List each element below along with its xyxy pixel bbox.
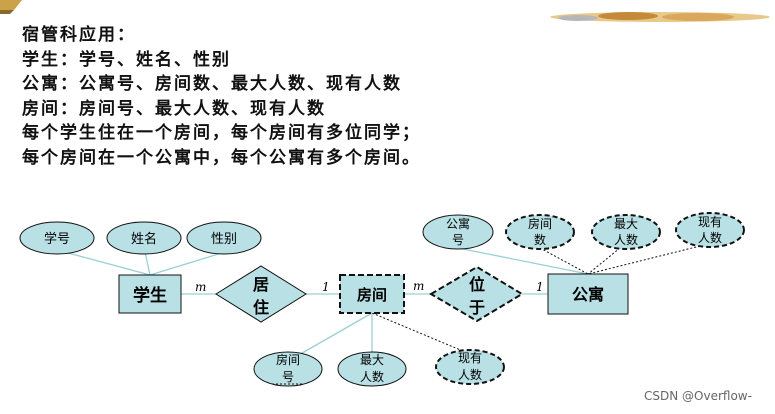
dashed-connector-lines <box>372 246 700 354</box>
entity-room: 房间 <box>340 275 404 313</box>
attr-apartment-max: 最大 人数 <box>592 215 660 249</box>
entity-apartment-label: 公寓 <box>572 285 604 304</box>
attr-apartment-max-label-1: 最大 <box>614 217 638 231</box>
attr-room-current-label-1: 现有 <box>458 351 482 365</box>
attr-apartment-room-count-label-2: 数 <box>534 232 546 247</box>
attr-apartment-id: 公寓 号 <box>423 215 493 249</box>
attr-apartment-current: 现有 人数 <box>676 213 744 247</box>
attr-student-id: 学号 <box>20 222 94 254</box>
attr-apartment-current-label-2: 人数 <box>698 230 722 245</box>
attr-room-max: 最大 人数 <box>338 352 406 386</box>
attr-room-current-label-2: 人数 <box>458 367 482 382</box>
cardinality-room-located: m <box>413 279 424 293</box>
attr-room-id-label-1: 房间 <box>276 352 300 367</box>
watermark: CSDN @Overflow- <box>644 389 752 403</box>
relationship-located: 位 于 <box>431 267 522 321</box>
attr-student-gender-label: 性别 <box>211 232 237 247</box>
attr-room-max-label-2: 人数 <box>360 369 384 384</box>
relationship-live-label-1: 居 <box>253 275 269 294</box>
cardinality-student-live: m <box>195 280 206 294</box>
attr-apartment-id-label-2: 号 <box>452 233 464 247</box>
entity-student: 学生 <box>119 275 181 313</box>
attr-apartment-room-count-label-1: 房间 <box>528 216 552 231</box>
attr-student-name: 姓名 <box>107 222 181 254</box>
relationship-live-label-2: 住 <box>253 298 269 317</box>
relationship-live: 居 住 <box>216 266 306 322</box>
attr-apartment-max-label-2: 人数 <box>614 232 638 247</box>
attr-student-id-label: 学号 <box>44 231 70 247</box>
attr-student-gender: 性别 <box>187 222 261 254</box>
attr-room-max-label-1: 最大 <box>360 353 384 367</box>
cardinality-located-apartment: 1 <box>536 280 544 294</box>
attr-student-name-label: 姓名 <box>131 231 157 247</box>
relationship-located-label-2: 于 <box>469 298 485 317</box>
attr-room-current: 现有 人数 <box>436 350 504 384</box>
attr-room-id-label-2: 号 <box>282 370 294 384</box>
attr-apartment-room-count: 房间 数 <box>506 215 574 249</box>
entity-apartment: 公寓 <box>548 274 628 314</box>
attr-room-id: 房间 号 <box>254 352 322 386</box>
cardinality-live-room: 1 <box>322 280 330 294</box>
attr-apartment-id-label-1: 公寓 <box>446 216 470 231</box>
attr-apartment-current-label-1: 现有 <box>698 215 722 229</box>
entity-room-label: 房间 <box>357 286 387 304</box>
relationship-located-label-1: 位 <box>469 275 485 294</box>
entity-student-label: 学生 <box>133 285 167 306</box>
